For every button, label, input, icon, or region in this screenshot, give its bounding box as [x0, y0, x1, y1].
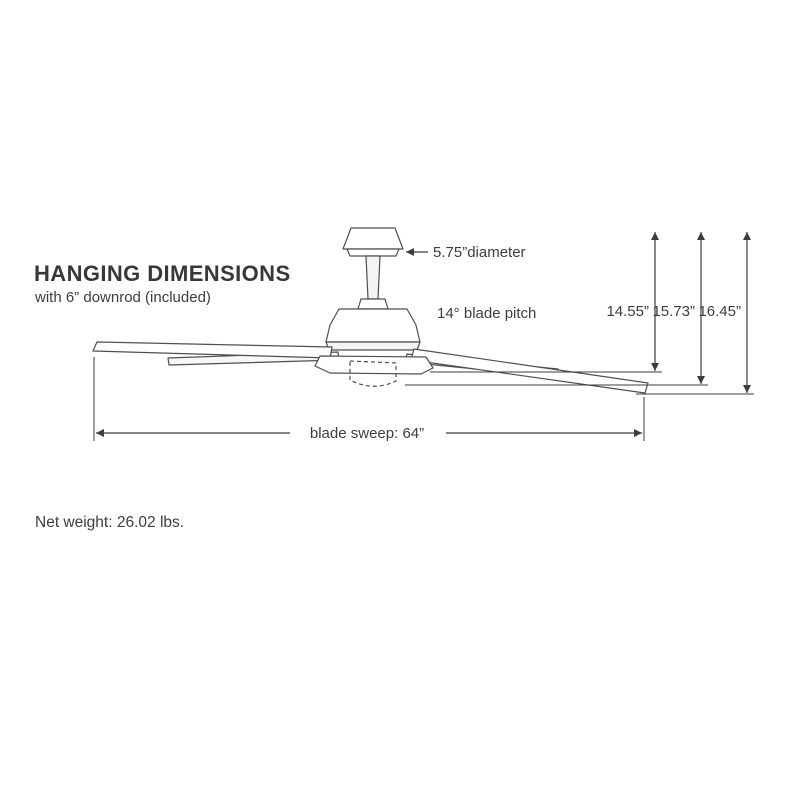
sweep-label-mask	[290, 423, 446, 443]
fan-downrod	[365, 255, 381, 300]
fan-canopy-lip	[346, 248, 400, 257]
fan-coupler	[357, 298, 389, 310]
ceiling-fan-drawing	[92, 227, 649, 394]
fan-blade-front	[314, 355, 434, 375]
height-label-small: 14.55”	[606, 303, 649, 320]
fan-blade-right	[410, 348, 649, 394]
height-label-mid: 15.73”	[652, 303, 695, 320]
dimension-lines	[93, 232, 754, 443]
fan-canopy	[342, 227, 404, 250]
fan-light-kit	[349, 360, 397, 387]
fan-blade-left	[92, 341, 333, 359]
diagram-text: HANGING DIMENSIONS with 6” downrod (incl…	[34, 244, 741, 531]
blade-sweep-label: blade sweep: 64”	[310, 425, 424, 442]
diameter-label: 5.75”diameter	[433, 244, 526, 261]
blade-pitch-label: 14° blade pitch	[437, 305, 536, 322]
page-subtitle: with 6” downrod (included)	[34, 289, 211, 306]
net-weight-label: Net weight: 26.02 lbs.	[35, 514, 184, 531]
page-title: HANGING DIMENSIONS	[34, 261, 291, 286]
fan-motor-housing	[325, 308, 421, 343]
fan-motor-band	[325, 341, 421, 351]
height-label-large: 16.45”	[698, 303, 741, 320]
